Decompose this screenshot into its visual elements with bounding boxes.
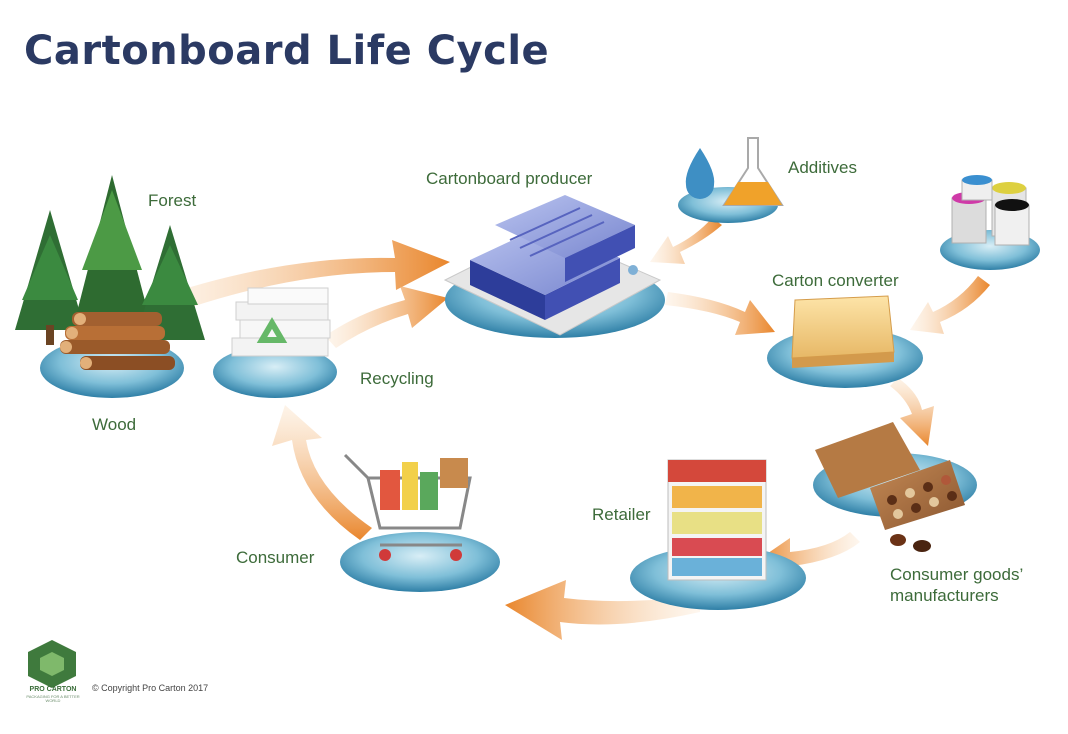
pro-carton-logo-icon <box>28 640 76 688</box>
wood-logs-icon <box>60 312 175 370</box>
label-recycling: Recycling <box>360 369 434 388</box>
arrow-recycling-to-producer <box>325 286 448 348</box>
ink-cans-icon <box>951 175 1030 246</box>
recycling-paper-stack-icon <box>231 287 331 357</box>
label-additives: Additives <box>788 158 857 177</box>
arrow-additives-to-producer <box>650 218 722 264</box>
platform-consumer <box>340 532 500 592</box>
label-retailer: Retailer <box>592 505 651 524</box>
cartonboard-factory-icon <box>443 195 662 336</box>
label-forest: Forest <box>148 191 197 210</box>
arrow-producer-to-converter <box>665 292 775 335</box>
copyright-text: © Copyright Pro Carton 2017 <box>92 683 209 693</box>
carton-board-sheet-icon <box>791 295 895 368</box>
shopping-cart-icon <box>343 453 472 561</box>
arrow-inks-to-converter <box>910 276 990 334</box>
platform-recycling <box>213 346 337 398</box>
chocolate-box-icon <box>815 422 965 552</box>
retail-shelf-icon <box>667 459 767 581</box>
arrow-consumer-to-recycling <box>272 405 372 540</box>
label-manufacturers-line1: Consumer goods’ <box>890 565 1024 584</box>
arrow-retailer-to-consumer <box>505 580 700 640</box>
page-title: Cartonboard Life Cycle <box>24 28 550 74</box>
label-cartonboard-producer: Cartonboard producer <box>426 169 593 188</box>
recycle-symbol-icon <box>256 317 288 343</box>
arrow-converter-to-manufacturers <box>890 378 934 446</box>
arrow-forest-to-producer <box>150 240 450 318</box>
logo-name: PRO CARTON <box>29 686 77 693</box>
additives-flask-icon <box>685 137 784 206</box>
label-consumer: Consumer <box>236 548 315 567</box>
label-manufacturers-line2: manufacturers <box>890 586 999 606</box>
label-carton-converter: Carton converter <box>772 271 899 290</box>
logo-tagline: PACKAGING FOR A BETTER WORLD <box>26 694 80 704</box>
label-wood: Wood <box>92 415 137 434</box>
label-consumer-goods-manufacturers: Consumer goods’ manufacturers <box>890 564 1023 607</box>
